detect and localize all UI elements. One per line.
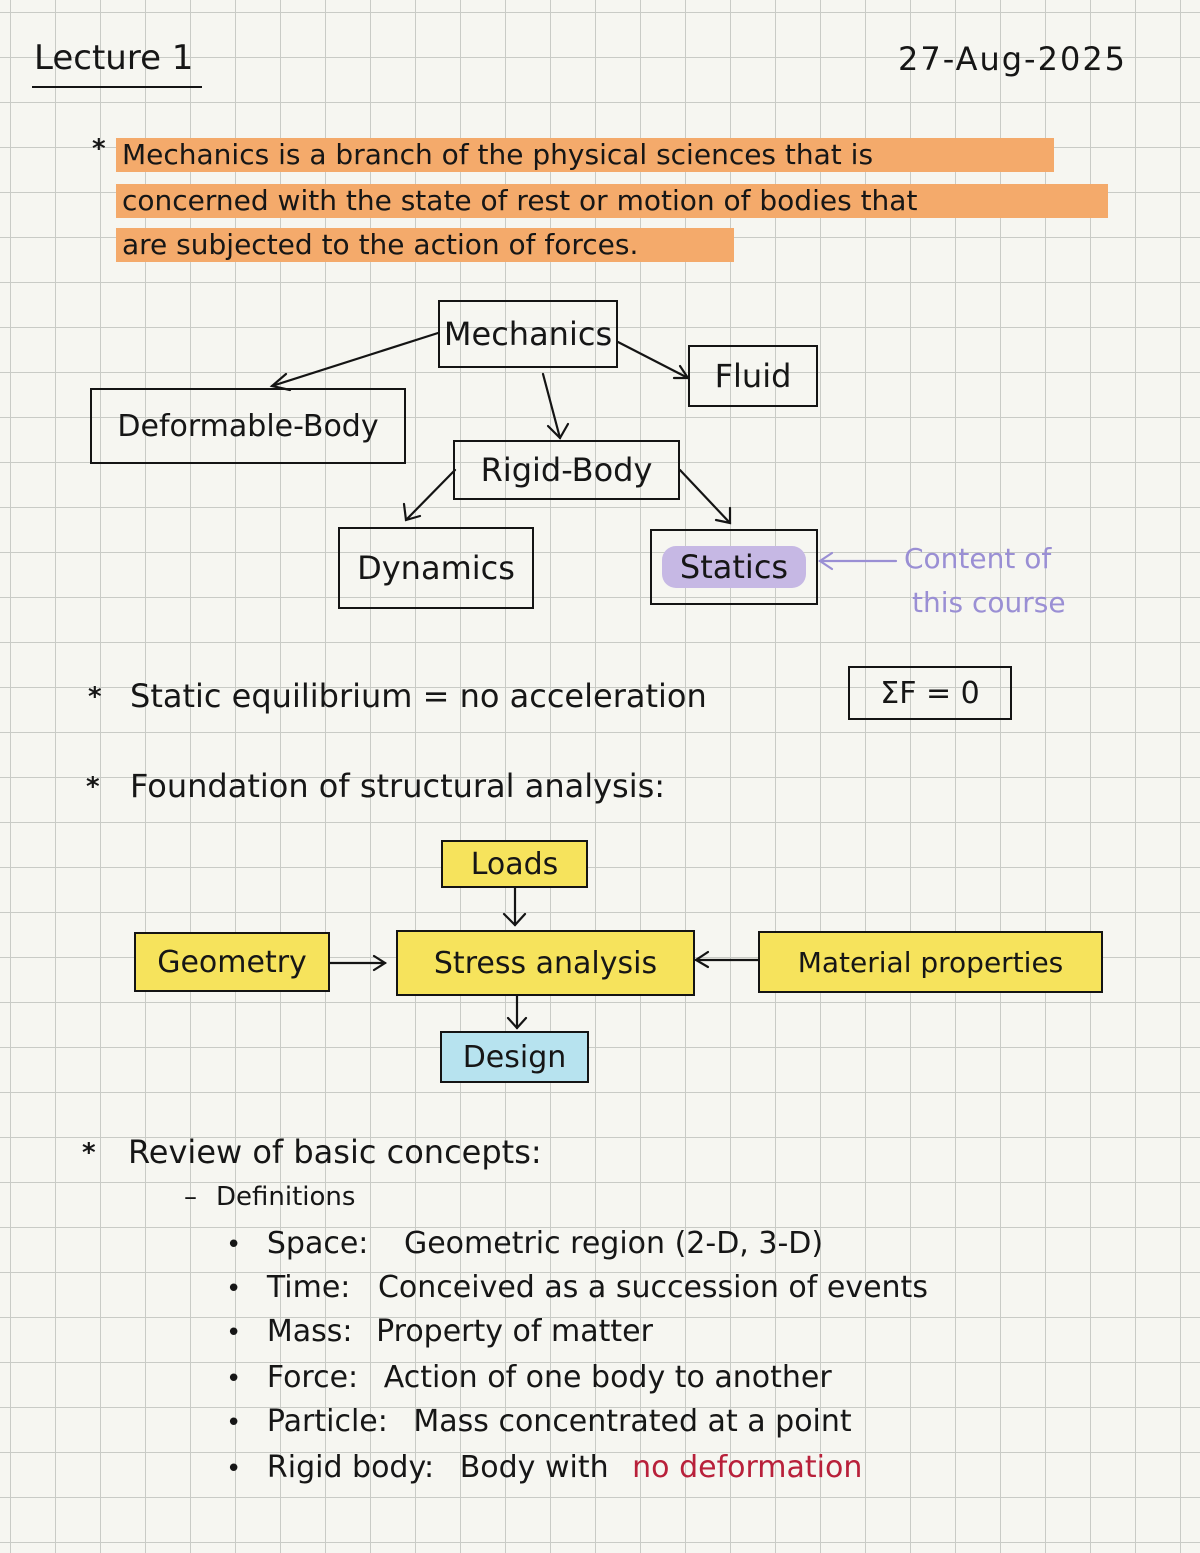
review-heading: Review of basic concepts: [128, 1133, 542, 1171]
definition-term: Force: [266, 1360, 359, 1395]
definition-item-space: • Space: Geometric region (2-D, 3-D) [226, 1226, 823, 1261]
bullet-dot-icon: • [226, 1274, 242, 1304]
definition-term: Rigid body: [266, 1450, 435, 1485]
definition-term: Time: [266, 1270, 351, 1305]
statics-label: Statics [661, 546, 807, 588]
definition-item-rigid-body: • Rigid body: Body with no deformation [226, 1450, 862, 1485]
bullet-dot-icon: • [226, 1408, 242, 1438]
sum-forces-box: ΣF = 0 [848, 666, 1012, 720]
definition-desc: Conceived as a succession of events [377, 1270, 928, 1305]
material-properties-box: Material properties [758, 931, 1103, 993]
definition-term: Mass: [266, 1314, 353, 1349]
definition-desc: Property of matter [376, 1314, 653, 1349]
statics-box: Statics [650, 529, 818, 605]
foundation-heading: Foundation of structural analysis: [130, 767, 666, 805]
course-note-line-2: this course [912, 586, 1066, 619]
definition-term: Particle: [266, 1404, 388, 1439]
bullet-dot-icon: • [226, 1364, 242, 1394]
definition-desc: Body with [459, 1450, 609, 1485]
deformable-body-box: Deformable-Body [90, 388, 406, 464]
definition-item-time: • Time: Conceived as a succession of eve… [226, 1270, 928, 1305]
stress-analysis-box: Stress analysis [396, 930, 695, 996]
loads-box: Loads [441, 840, 588, 888]
geometry-box: Geometry [134, 932, 330, 992]
definition-item-force: • Force: Action of one body to another [226, 1360, 832, 1395]
definitions-dash: – [184, 1182, 197, 1212]
definition-item-particle: • Particle: Mass concentrated at a point [226, 1404, 852, 1439]
mechanics-box: Mechanics [438, 300, 618, 368]
bullet-dot-icon: • [226, 1230, 242, 1260]
course-note-line-1: Content of [904, 542, 1052, 575]
definition-desc: Mass concentrated at a point [413, 1404, 852, 1439]
definition-line-2: concerned with the state of rest or moti… [116, 184, 1108, 218]
definition-line-1: Mechanics is a branch of the physical sc… [116, 138, 1054, 172]
design-box: Design [440, 1031, 589, 1083]
bullet-dot-icon: • [226, 1454, 242, 1484]
definitions-subheading: Definitions [216, 1182, 356, 1212]
definition-desc: Action of one body to another [383, 1360, 832, 1395]
definition-term: Space: [266, 1226, 369, 1261]
lecture-date: 27-Aug-2025 [898, 40, 1128, 78]
dynamics-box: Dynamics [338, 527, 534, 609]
star-bullet-icon: * [82, 1138, 96, 1168]
definition-line-3: are subjected to the action of forces. [116, 228, 734, 262]
star-bullet-icon: * [88, 682, 102, 712]
definition-emphasis: no deformation [632, 1450, 863, 1485]
fluid-box: Fluid [688, 345, 818, 407]
star-bullet-icon: * [86, 772, 100, 802]
lecture-title: Lecture 1 [34, 38, 194, 78]
title-underline [32, 86, 202, 88]
bullet-dot-icon: • [226, 1318, 242, 1348]
definition-desc: Geometric region (2-D, 3-D) [403, 1226, 824, 1261]
definition-item-mass: • Mass: Property of matter [226, 1314, 653, 1349]
equilibrium-text: Static equilibrium = no acceleration [130, 677, 707, 715]
star-bullet-icon: * [92, 134, 106, 164]
rigid-body-box: Rigid-Body [453, 440, 680, 500]
